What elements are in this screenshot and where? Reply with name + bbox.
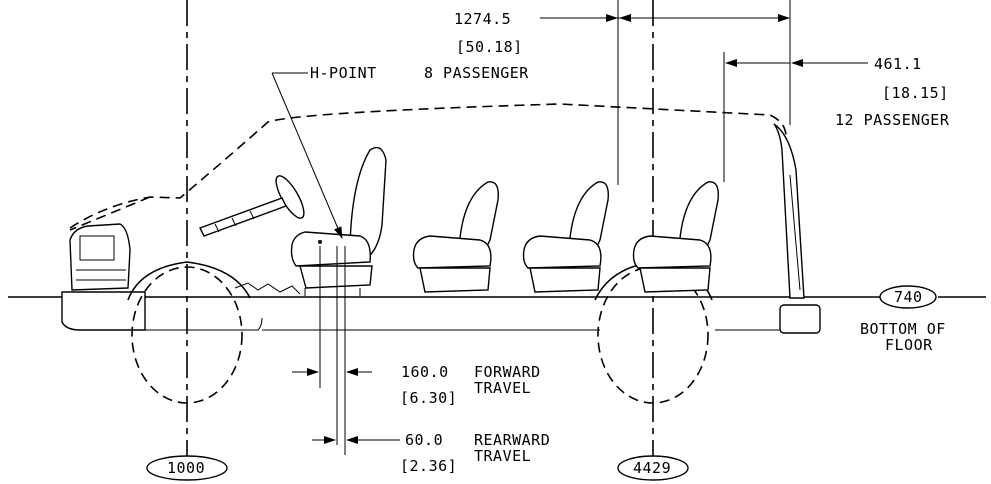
front-wheel bbox=[131, 266, 243, 404]
steering-column bbox=[199, 197, 287, 237]
headlamp bbox=[79, 235, 115, 261]
column-detail bbox=[214, 223, 220, 233]
h-point-leader bbox=[271, 72, 343, 239]
rearward-label-2: TRAVEL bbox=[474, 447, 531, 465]
forward-in: [6.30] bbox=[400, 389, 457, 407]
dim-1274-in: [50.18] bbox=[456, 38, 523, 56]
floor-label-1: BOTTOM OF bbox=[860, 320, 946, 338]
column-detail bbox=[231, 217, 237, 227]
floor-ref-text: 740 bbox=[894, 288, 923, 306]
front-wheel-arch bbox=[127, 261, 251, 301]
dim-461-in: [18.15] bbox=[882, 84, 949, 102]
forward-mm: 160.0 bbox=[401, 363, 449, 381]
forward-label-1: FORWARD bbox=[474, 363, 541, 381]
front-axle-bubble bbox=[146, 455, 228, 481]
dim-461-mm: 461.1 bbox=[874, 55, 922, 73]
rear-door bbox=[773, 123, 805, 299]
passenger-seat-row2 bbox=[522, 181, 609, 293]
rocker-panel bbox=[145, 317, 780, 331]
rear-bumper bbox=[779, 304, 821, 334]
floor-ref-bubble bbox=[879, 285, 937, 309]
passenger-seat-row3 bbox=[632, 181, 719, 293]
passenger-seat-row1 bbox=[412, 181, 499, 293]
front-bumper bbox=[61, 291, 146, 331]
floor-label-2: FLOOR bbox=[885, 336, 933, 354]
forward-label-2: TRAVEL bbox=[474, 379, 531, 397]
rearward-mm: 60.0 bbox=[405, 431, 443, 449]
rear-axle-bubble bbox=[617, 455, 689, 481]
h-point-label: H-POINT bbox=[310, 64, 377, 82]
rearward-label-1: REARWARD bbox=[474, 431, 550, 449]
column-detail bbox=[249, 210, 255, 220]
dim-1274-mm: 1274.5 bbox=[454, 10, 511, 28]
van-body-outline bbox=[69, 103, 799, 301]
rear-axle-ref-text: 4429 bbox=[633, 459, 671, 477]
van-hood bbox=[69, 196, 151, 231]
driver-seat bbox=[290, 146, 387, 296]
rear-door-line bbox=[789, 174, 801, 291]
passenger8-label: 8 PASSENGER bbox=[424, 64, 529, 82]
front-grille bbox=[69, 223, 131, 291]
steering-wheel bbox=[275, 175, 305, 219]
pedals bbox=[234, 282, 301, 295]
rearward-in: [2.36] bbox=[400, 457, 457, 475]
passenger12-label: 12 PASSENGER bbox=[835, 111, 950, 129]
front-axle-ref-text: 1000 bbox=[167, 459, 205, 477]
